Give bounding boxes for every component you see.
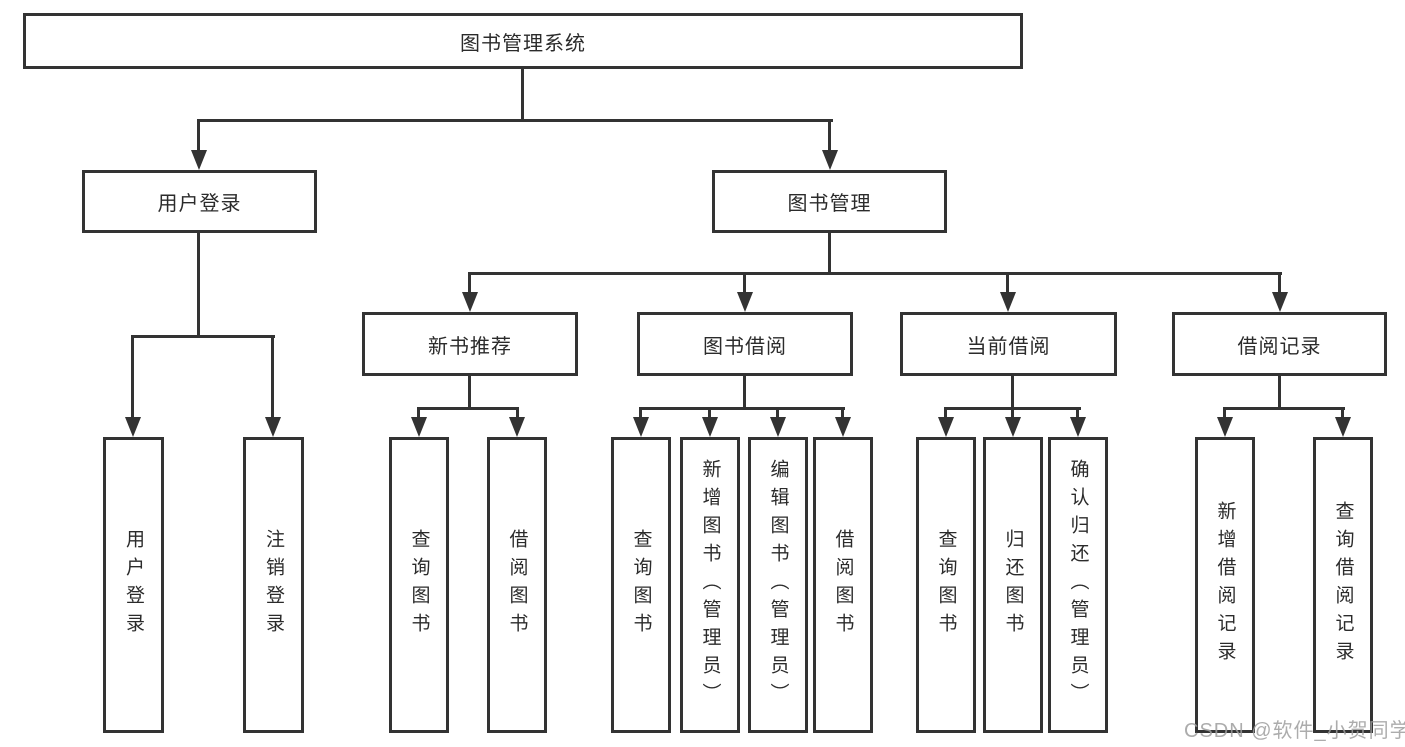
leaf-confirm-return-admin: 确认归还（管理员）: [1048, 437, 1108, 733]
connector-to-user-login: [197, 119, 200, 153]
connector-user-login-stem: [197, 232, 200, 338]
node-label: 编辑图书（管理员）: [767, 459, 789, 711]
arrow-down-icon: [125, 417, 141, 437]
connector-leaf: [708, 407, 711, 420]
arrow-down-icon: [1272, 292, 1288, 312]
leaf-borrow-books-2: 借阅图书: [813, 437, 873, 733]
arrow-down-icon: [191, 150, 207, 170]
leaf-return-books: 归还图书: [983, 437, 1043, 733]
arrow-down-icon: [633, 417, 649, 437]
connector-to-new-book: [468, 272, 471, 295]
leaf-borrow-books-recommend: 借阅图书: [487, 437, 547, 733]
node-book-borrowing: 图书借阅: [637, 312, 853, 376]
connector-leaf: [841, 407, 844, 420]
arrow-down-icon: [411, 417, 427, 437]
connector-to-book-management: [828, 119, 831, 153]
connector-split-level2: [197, 119, 833, 122]
connector-to-borrow-records: [1278, 272, 1281, 295]
leaf-query-books-borrow: 查询图书: [611, 437, 671, 733]
connector-leaf: [1223, 407, 1226, 420]
connector-to-book-borrow: [743, 272, 746, 295]
node-user-login: 用户登录: [82, 170, 317, 233]
connector-leaf: [639, 407, 642, 420]
node-label: 查询图书: [630, 529, 652, 641]
leaf-add-book-admin: 新增图书（管理员）: [680, 437, 740, 733]
arrow-down-icon: [509, 417, 525, 437]
arrow-down-icon: [702, 417, 718, 437]
connector-split-borrow-records: [1223, 407, 1345, 410]
leaf-add-borrow-record: 新增借阅记录: [1195, 437, 1255, 733]
node-label: 图书管理系统: [460, 32, 586, 55]
connector-new-book-stem: [468, 375, 471, 410]
connector-current-borrow-stem: [1011, 375, 1014, 410]
node-borrow-records: 借阅记录: [1172, 312, 1387, 376]
node-label: 新增借阅记录: [1214, 501, 1236, 669]
arrow-down-icon: [737, 292, 753, 312]
connector-leaf: [417, 407, 420, 420]
arrow-down-icon: [462, 292, 478, 312]
arrow-down-icon: [770, 417, 786, 437]
leaf-logout: 注销登录: [243, 437, 304, 733]
arrow-down-icon: [1070, 417, 1086, 437]
node-book-management: 图书管理: [712, 170, 947, 233]
connector-split-new-book: [417, 407, 519, 410]
connector-split-level3: [468, 272, 1282, 275]
arrow-down-icon: [938, 417, 954, 437]
node-label: 图书管理: [787, 193, 872, 215]
node-library-management-system: 图书管理系统: [23, 13, 1023, 69]
node-current-borrowing: 当前借阅: [900, 312, 1117, 376]
leaf-query-books-recommend: 查询图书: [389, 437, 449, 733]
node-label: 查询图书: [935, 529, 957, 641]
node-label: 查询图书: [408, 529, 430, 641]
node-label: 图书借阅: [703, 335, 787, 358]
node-label: 用户登录: [157, 193, 242, 215]
connector-split-user-login: [131, 335, 275, 338]
node-label: 确认归还（管理员）: [1067, 459, 1089, 711]
connector-leaf: [1341, 407, 1344, 420]
node-label: 新书推荐: [428, 335, 512, 358]
arrow-down-icon: [1000, 292, 1016, 312]
node-label: 查询借阅记录: [1332, 501, 1354, 669]
arrow-down-icon: [1217, 417, 1233, 437]
connector-book-borrow-stem: [743, 375, 746, 410]
node-label: 借阅记录: [1237, 335, 1322, 358]
node-label: 借阅图书: [506, 529, 528, 641]
connector-leaf: [1011, 407, 1014, 420]
arrow-down-icon: [835, 417, 851, 437]
connector-borrow-records-stem: [1278, 375, 1281, 410]
connector-leaf: [1076, 407, 1079, 420]
arrow-down-icon: [822, 150, 838, 170]
connector-to-current-borrow: [1006, 272, 1009, 295]
node-label: 用户登录: [123, 529, 144, 641]
connector-book-management-stem: [828, 232, 831, 275]
arrow-down-icon: [265, 417, 281, 437]
node-new-book-recommend: 新书推荐: [362, 312, 578, 376]
node-label: 当前借阅: [966, 335, 1051, 358]
node-label: 新增图书（管理员）: [699, 459, 721, 711]
node-label: 注销登录: [263, 529, 284, 641]
connector-to-leaf-logout: [271, 335, 274, 420]
leaf-query-books-current: 查询图书: [916, 437, 976, 733]
arrow-down-icon: [1335, 417, 1351, 437]
csdn-watermark: CSDN @软件_小贺同学: [1184, 720, 1405, 742]
connector-to-leaf-login: [131, 335, 134, 420]
leaf-edit-book-admin: 编辑图书（管理员）: [748, 437, 808, 733]
connector-root-stem: [521, 69, 524, 122]
leaf-user-login: 用户登录: [103, 437, 164, 733]
arrow-down-icon: [1005, 417, 1021, 437]
node-label: 归还图书: [1002, 529, 1024, 641]
node-label: 借阅图书: [832, 529, 854, 641]
leaf-query-borrow-record: 查询借阅记录: [1313, 437, 1373, 733]
connector-leaf: [516, 407, 519, 420]
connector-leaf: [776, 407, 779, 420]
connector-split-book-borrow: [639, 407, 845, 410]
connector-leaf: [944, 407, 947, 420]
